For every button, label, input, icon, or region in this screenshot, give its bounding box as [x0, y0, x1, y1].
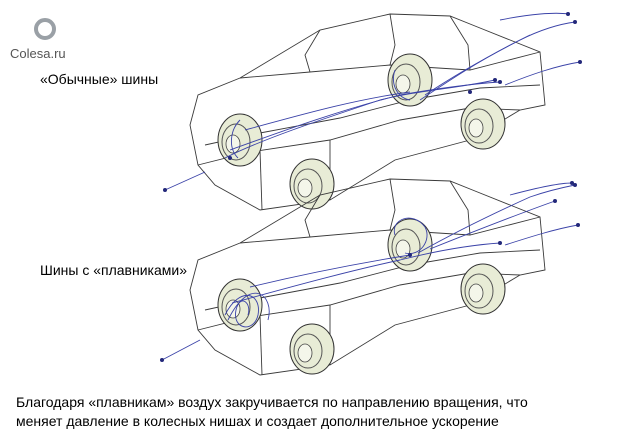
label-finned-tires: Шины с «плавниками»	[40, 262, 187, 278]
label-regular-tires: «Обычные» шины	[40, 71, 159, 87]
caption-line-1: Благодаря «плавникам» воздух закручивает…	[16, 394, 528, 410]
colesa-logo: Colesa.ru	[10, 18, 100, 68]
airflow-lines-regular	[164, 12, 581, 191]
logo-text: Colesa.ru	[10, 46, 66, 61]
caption-line-2: меняет давление в колесных нишах и созда…	[16, 413, 499, 429]
colesa-logo-icon	[34, 18, 56, 40]
caption: Благодаря «плавникам» воздух закручивает…	[16, 393, 612, 431]
car-regular-tires	[163, 12, 582, 211]
car-finned-tires	[160, 178, 580, 376]
airflow-lines-finned	[161, 182, 579, 361]
